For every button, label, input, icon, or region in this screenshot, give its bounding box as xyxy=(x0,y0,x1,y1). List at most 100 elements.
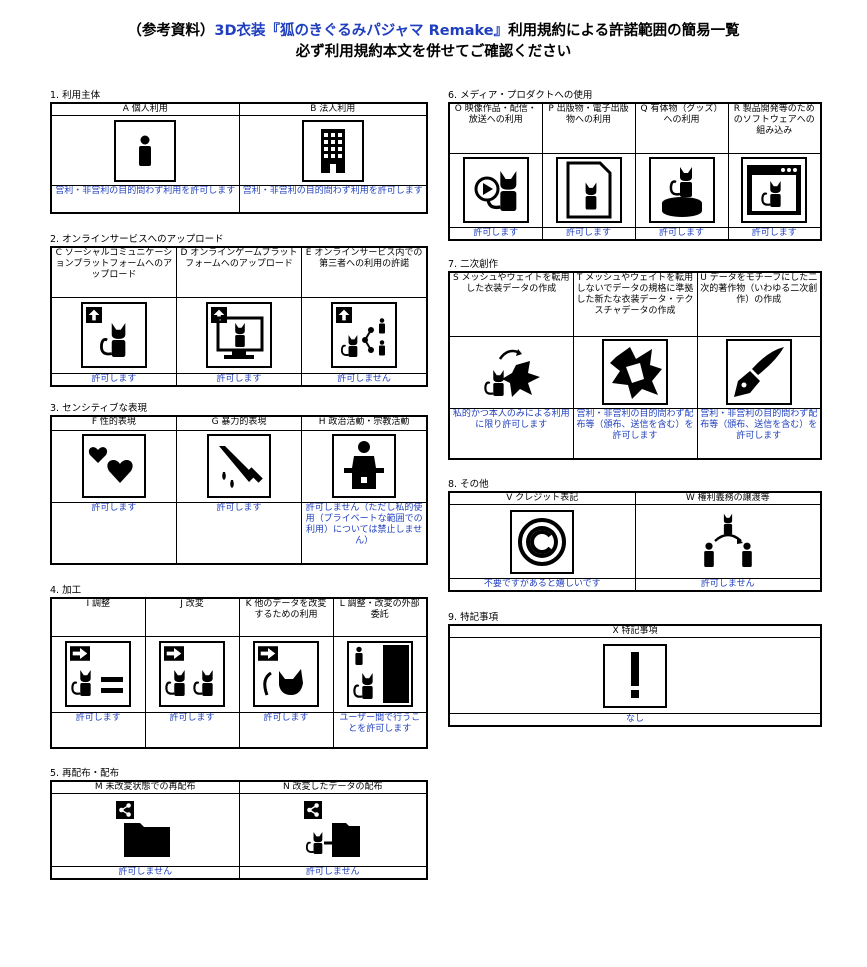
item-label-x: X 特記事項 xyxy=(448,624,822,638)
use-for-other-icon xyxy=(253,641,319,707)
new-costume-icon xyxy=(602,339,668,405)
software-icon xyxy=(741,157,808,223)
item-label-j: J 改変 xyxy=(144,597,240,637)
permission-f: 許可します xyxy=(50,501,177,565)
publication-icon xyxy=(555,157,622,223)
item-label-g: G 暴力的表現 xyxy=(175,415,303,431)
section-title: 2. オンラインサービスへのアップロード xyxy=(50,234,224,245)
item-label-f: F 性的表現 xyxy=(50,415,177,431)
license-table: F 性的表現 G 暴力的表現 H 政治活動・宗教活動 xyxy=(50,415,428,565)
podium-icon xyxy=(332,434,397,498)
upload-game-icon xyxy=(205,302,272,368)
share-third-party-icon xyxy=(331,302,398,368)
section-title: 7. 二次創作 xyxy=(448,259,499,270)
modify-icon xyxy=(159,641,225,707)
section-media-product: 6. メディア・プロダクトへの使用 O 映像作品・配信・放送への利用 P 出版物… xyxy=(448,90,822,241)
item-label-q: Q 有体物（グッズ）への利用 xyxy=(634,102,729,154)
building-icon xyxy=(301,119,364,182)
item-label-c: C ソーシャルコミュニケーションプラットフォームへのアップロード xyxy=(50,246,177,298)
license-table: X 特記事項 なし xyxy=(448,624,822,727)
license-table: I 調整 J 改変 K 他のデータを改変するための利用 L 調整・改変の外部委託 xyxy=(50,597,428,749)
permission-s: 私的かつ本人のみによる利用に限り許可します xyxy=(448,407,574,460)
section-other: 8. その他 V クレジット表記 W 権利義務の譲渡等 不要ですがあると嬉しいで… xyxy=(448,479,822,592)
item-label-i: I 調整 xyxy=(50,597,146,637)
item-label-w: W 権利義務の譲渡等 xyxy=(634,491,822,505)
item-label-e: E オンラインサービス内での第三者への利用の許諾 xyxy=(301,246,428,298)
product-name: 3D衣装『狐のきぐるみパジャマ Remake』 xyxy=(214,23,509,39)
adjust-icon xyxy=(65,641,132,707)
permission-d: 許可します xyxy=(175,372,303,387)
item-label-o: O 映像作品・配信・放送への利用 xyxy=(448,102,543,154)
permission-m: 許可しません xyxy=(50,866,240,880)
permission-q: 許可します xyxy=(634,226,729,240)
hearts-icon xyxy=(81,434,146,498)
license-table: S メッシュやウェイトを転用した衣装データの作成 T メッシュやウェイトを転用し… xyxy=(448,271,822,460)
permission-j: 許可します xyxy=(144,711,240,749)
mesh-reuse-icon xyxy=(480,341,543,403)
section-redistribution: 5. 再配布・配布 M 未改変状態での再配布 N 改変したデータの配布 許可しま… xyxy=(50,768,428,880)
item-label-s: S メッシュやウェイトを転用した衣装データの作成 xyxy=(448,271,574,337)
license-table: O 映像作品・配信・放送への利用 P 出版物・電子出版物への利用 Q 有体物（グ… xyxy=(448,102,822,241)
item-label-n: N 改変したデータの配布 xyxy=(238,780,428,794)
permission-b: 営利・非営利の目的問わず利用を許可します xyxy=(238,185,428,213)
permission-w: 許可しません xyxy=(634,578,822,592)
section-title: 1. 利用主体 xyxy=(50,90,101,101)
item-label-a: A 個人利用 xyxy=(50,102,240,116)
license-table: M 未改変状態での再配布 N 改変したデータの配布 許可しません 許可しません xyxy=(50,780,428,880)
redistribute-icon xyxy=(114,799,177,861)
permission-a: 営利・非営利の目的問わず利用を許可します xyxy=(50,185,240,213)
item-label-d: D オンラインゲームプラットフォームへのアップロード xyxy=(175,246,303,298)
permission-e: 許可しません xyxy=(301,372,428,387)
section-online-upload: 2. オンラインサービスへのアップロード C ソーシャルコミュニケーションプラッ… xyxy=(50,234,428,387)
item-label-l: L 調整・改変の外部委託 xyxy=(332,597,428,637)
permission-p: 許可します xyxy=(541,226,636,240)
section-special-notes: 9. 特記事項 X 特記事項 なし xyxy=(448,612,822,727)
permission-x: なし xyxy=(448,713,822,727)
section-title: 8. その他 xyxy=(448,479,489,490)
item-label-m: M 未改変状態での再配布 xyxy=(50,780,240,794)
section-title: 6. メディア・プロダクトへの使用 xyxy=(448,90,593,101)
copyright-icon xyxy=(510,509,575,574)
page-title: （参考資料）3D衣装『狐のきぐるみパジャマ Remake』利用規約による許諾範囲… xyxy=(0,21,867,42)
item-label-p: P 出版物・電子出版物への利用 xyxy=(541,102,636,154)
item-label-h: H 政治活動・宗教活動 xyxy=(301,415,428,431)
section-title: 5. 再配布・配布 xyxy=(50,768,120,779)
person-icon xyxy=(114,119,177,182)
section-sensitive: 3. センシティブな表現 F 性的表現 G 暴力的表現 H 政治活動・宗教活動 xyxy=(50,403,428,565)
transfer-icon xyxy=(696,510,759,573)
outsource-icon xyxy=(346,641,413,707)
video-icon xyxy=(462,157,529,223)
permission-r: 許可します xyxy=(727,226,822,240)
section-processing: 4. 加工 I 調整 J 改変 K 他のデータを改変するための利用 L 調整・改… xyxy=(50,585,428,749)
goods-icon xyxy=(648,157,715,223)
license-table: C ソーシャルコミュニケーションプラットフォームへのアップロード D オンライン… xyxy=(50,246,428,387)
item-label-r: R 製品開発等のためのソフトウェアへの組み込み xyxy=(727,102,822,154)
permission-v: 不要ですがあると嬉しいです xyxy=(448,578,636,592)
title-suffix: 利用規約による許諾範囲の簡易一覧 xyxy=(508,23,740,39)
upload-social-icon xyxy=(80,302,147,368)
item-label-t: T メッシュやウェイトを転用しないでデータの規格に準拠した新たな衣装データ・テク… xyxy=(572,271,698,337)
license-table: V クレジット表記 W 権利義務の譲渡等 不要ですがあると嬉しいです 許可しませ… xyxy=(448,491,822,592)
section-derivative: 7. 二次創作 S メッシュやウェイトを転用した衣装データの作成 T メッシュや… xyxy=(448,259,822,460)
permission-o: 許可します xyxy=(448,226,543,240)
title-prefix: （参考資料） xyxy=(127,23,215,39)
item-label-v: V クレジット表記 xyxy=(448,491,636,505)
permission-i: 許可します xyxy=(50,711,146,749)
item-label-k: K 他のデータを改変するための利用 xyxy=(238,597,334,637)
pen-nib-icon xyxy=(725,339,792,405)
item-label-b: B 法人利用 xyxy=(238,102,428,116)
permission-c: 許可します xyxy=(50,372,177,387)
permission-u: 営利・非営利の目的問わず配布等（頒布、送信を含む）を許可します xyxy=(696,407,822,460)
item-label-u: U データをモチーフにした二次的著作物（いわゆる二次創作）の作成 xyxy=(696,271,822,337)
knife-icon xyxy=(206,434,271,498)
license-table: A 個人利用 B 法人利用 営利・非営利の目的問わず利用を許可します 営利・非営… xyxy=(50,102,428,214)
permission-h: 許可しません（ただし私的使用（プライベートな範囲での利用）については禁止しません… xyxy=(301,501,428,565)
distribute-modified-icon xyxy=(301,799,364,861)
permission-t: 営利・非営利の目的問わず配布等（頒布、送信を含む）を許可します xyxy=(572,407,698,460)
exclamation-icon xyxy=(603,643,667,708)
permission-g: 許可します xyxy=(175,501,303,565)
section-title: 4. 加工 xyxy=(50,585,82,596)
section-usage-subject: 1. 利用主体 A 個人利用 B 法人利用 営利・非営利の目的問わず利用を許可し… xyxy=(50,90,428,214)
permission-l: ユーザー間で行うことを許可します xyxy=(332,711,428,749)
permission-k: 許可します xyxy=(238,711,334,749)
